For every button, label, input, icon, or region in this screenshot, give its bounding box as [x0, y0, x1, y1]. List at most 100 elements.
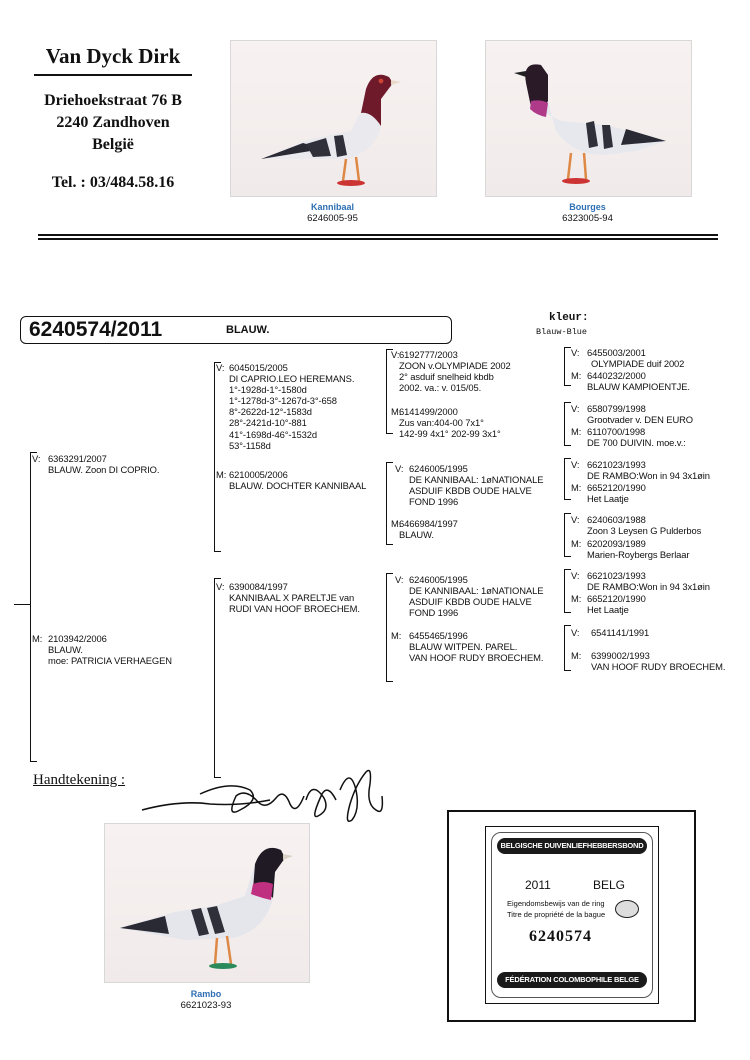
pedigree-line: Marien-Roybergs Berlaar: [587, 549, 690, 561]
pedigree-line: 6202093/1989: [587, 538, 646, 549]
pedigree-line: 6541141/1991: [591, 627, 650, 638]
gen2-fm: M: 6210005/2006 BLAUW. DOCHTER KANNIBAAL: [216, 469, 367, 492]
photo-caption-name: Rambo: [190, 989, 222, 999]
pedigree-line: DI CAPRIO.LEO HEREMANS.: [229, 373, 355, 385]
dam-tag: M:: [571, 538, 582, 549]
sire-tag: V:: [571, 347, 580, 358]
photo-rambo: [104, 823, 310, 983]
pedigree-line: ASDUIF KBDB OUDE HALVE: [409, 596, 532, 608]
pedigree-line: FOND 1996: [409, 607, 459, 619]
bracket-gen4-b: [564, 402, 571, 446]
pedigree-line: DE KANNIBAAL: 1øNATIONALE: [409, 474, 544, 486]
pedigree-line: 28°-2421d-10°-881: [229, 417, 307, 429]
photo-caption-name: Bourges: [569, 202, 606, 212]
pedigree-line: Grootvader v. DEN EURO: [587, 414, 693, 426]
pedigree-line: 6652120/1990: [587, 593, 646, 604]
pedigree-line: 6045015/2005: [229, 362, 288, 373]
pedigree-line: 6580799/1998: [587, 403, 646, 414]
header-divider-top: [38, 234, 718, 236]
bracket-gen4-f: [564, 625, 571, 671]
pedigree-line: 6363291/2007: [48, 453, 107, 464]
pedigree-line: DE KANNIBAAL: 1øNATIONALE: [409, 585, 544, 597]
sire-tag: V:: [571, 459, 580, 470]
bracket-gen4-e: [564, 569, 571, 613]
owner-city: 2240 Zandhoven: [56, 114, 170, 131]
pedigree-line: 6210005/2006: [229, 469, 288, 480]
certificate-inner-frame: [485, 826, 659, 1004]
certificate-ring-number: 6240574: [529, 928, 592, 945]
sire-tag: V:: [395, 463, 404, 474]
gen4-c1: V: 6621023/1993 DE RAMBO:Won in 94 3x1øi…: [571, 459, 710, 481]
bracket-gen1: [30, 452, 37, 762]
pedigree-line: VAN HOOF RUDY BROECHEM.: [409, 652, 544, 664]
pedigree-line: 53°-1158d: [229, 439, 271, 451]
dam-tag: M:: [391, 518, 402, 529]
owner-country: België: [92, 136, 134, 153]
pedigree-line: VAN HOOF RUDY BROECHEM.: [591, 661, 726, 673]
bracket-gen4-a: [564, 347, 571, 386]
pedigree-line: 6440232/2000: [587, 370, 646, 381]
pedigree-line: BLAUW.: [399, 529, 434, 541]
gen4-e2: M: 6652120/1990 Het Laatje: [571, 593, 646, 615]
certificate-country-code: BELG: [593, 878, 626, 892]
dam-tag: M:: [391, 630, 402, 641]
photo-caption-ring: 6246005-95: [307, 213, 358, 224]
photo-caption-name: Kannibaal: [310, 202, 354, 212]
gen4-a2: M: 6440232/2000 BLAUW KAMPIOENTJE.: [571, 370, 690, 392]
pedigree-line: FOND 1996: [409, 496, 459, 508]
dam-tag: M:: [571, 426, 582, 437]
pedigree-line: 142-99 4x1° 202-99 3x1°: [399, 428, 501, 440]
sire-tag: V:: [395, 574, 404, 585]
pedigree-line: 6240603/1988: [587, 514, 646, 525]
subject-bar: [20, 316, 452, 344]
bracket-gen4-c: [564, 458, 571, 500]
pedigree-line: 6192777/2003: [399, 349, 458, 360]
gen4-d2: M: 6202093/1989 Marien-Roybergs Berlaar: [571, 538, 690, 561]
gen4-d1: V: 6240603/1988 Zoon 3 Leysen G Pulderbo…: [571, 514, 701, 536]
pedigree-line: DE RAMBO:Won in 94 3x1øin: [587, 581, 710, 593]
bracket-gen3-c: [386, 573, 393, 682]
gen4-c2: M: 6652120/1990 Het Laatje: [571, 482, 646, 504]
signature-label: Handtekening :: [33, 772, 126, 788]
kleur-value: Blauw-Blue: [536, 327, 588, 337]
pedigree-line: 6110700/1998: [587, 426, 646, 437]
bracket-gen2-mother: [214, 578, 221, 778]
certificate-line2: Titre de propriété de la bague: [507, 910, 606, 919]
photo-caption-ring: 6323005-94: [562, 213, 613, 224]
gen3-ffm: M: 6141499/2000 Zus van:404-00 7x1° 142-…: [391, 406, 501, 439]
pigeon-image: [261, 74, 401, 186]
pedigree-line: 6455003/2001: [587, 347, 646, 358]
pedigree-line: 1°-1928d-1°-1580d: [229, 384, 307, 396]
signature-image: [141, 769, 384, 822]
root-connector: [14, 604, 30, 606]
gen3-mff: V: 6246005/1995 DE KANNIBAAL: 1øNATIONAL…: [391, 574, 543, 618]
bracket-gen4-d: [564, 513, 571, 557]
bracket-gen3-a: [386, 349, 393, 434]
gen1-father: V: 6363291/2007 BLAUW. Zoon DI COPRIO.: [32, 453, 160, 476]
pedigree-line: 1°-1278d-3°-1267d-3°-658: [229, 395, 337, 407]
dam-tag: M:: [571, 650, 582, 661]
pedigree-line: RUDI VAN HOOF BROECHEM.: [229, 603, 360, 615]
pedigree-line: BLAUW. DOCHTER KANNIBAAL: [229, 480, 367, 492]
pedigree-line: Het Laatje: [587, 604, 629, 616]
gen3-mfm: M: 6455465/1996 BLAUW WITPEN. PAREL. VAN…: [391, 630, 543, 663]
certificate-top-banner: BELGISCHE DUIVENLIEFHEBBERSBOND: [497, 838, 647, 854]
pigeon-image: [514, 64, 666, 184]
sire-tag: V:: [571, 570, 580, 581]
pedigree-line: BLAUW. Zoon DI COPRIO.: [48, 464, 160, 476]
pedigree-line: DE RAMBO:Won in 94 3x1øin: [587, 470, 710, 482]
gen2-mf: V: 6390084/1997 KANNIBAAL X PARELTJE van…: [216, 581, 360, 615]
dam-tag: M:: [571, 593, 582, 604]
gen4-f2: M: 6399002/1993 VAN HOOF RUDY BROECHEM.: [571, 650, 725, 672]
kleur-label: kleur:: [549, 312, 589, 324]
dam-tag: M:: [571, 370, 582, 381]
owner-street: Driehoekstraat 76 B: [44, 92, 182, 109]
pedigree-line: 6141499/2000: [399, 406, 458, 417]
dam-tag: M:: [216, 469, 227, 480]
subject-color: BLAUW.: [226, 324, 270, 336]
bracket-gen3-b: [386, 462, 393, 545]
pedigree-line: ZOON v.OLYMPIADE 2002: [399, 360, 511, 372]
sire-tag: V:: [571, 627, 580, 638]
pedigree-line: ASDUIF KBDB OUDE HALVE: [409, 485, 532, 497]
pedigree-line: 8°-2622d-12°-1583d: [229, 406, 312, 418]
